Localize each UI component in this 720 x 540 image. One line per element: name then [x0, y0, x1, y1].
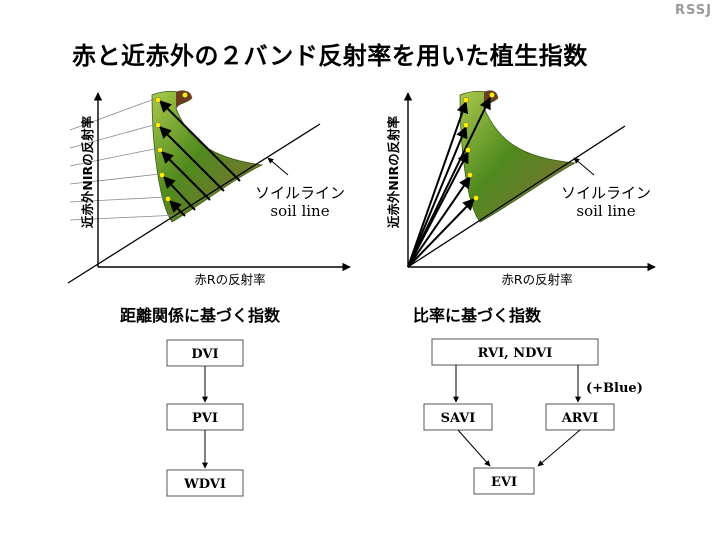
y-axis-label: 近赤外NIRの反射率 [80, 115, 95, 228]
distance-index-flow: 距離関係に基づく指数 DVI PVI WDVI [120, 306, 281, 496]
left-scatter-plot: 近赤外NIRの反射率 赤Rの反射率 ソイルライン soil line [68, 90, 350, 287]
soil-line-pointer [268, 158, 288, 175]
index-box-savi-label: SAVI [441, 411, 476, 426]
pixel-point [159, 172, 164, 177]
index-box-arvi-label: ARVI [561, 411, 599, 426]
pixel-point [155, 122, 160, 127]
soil-line-label-jp: ソイルライン [255, 184, 345, 202]
index-box-evi-label: EVI [491, 475, 517, 490]
pixel-point [473, 195, 478, 200]
index-box-wdvi-label: WDVI [183, 477, 226, 492]
leaf-shape [460, 91, 575, 222]
ratio-index-flow: 比率に基づく指数 RVI, NDVI (+Blue) SAVI ARVI EVI [413, 306, 643, 494]
x-axis-label: 赤Rの反射率 [194, 272, 265, 287]
pixel-point [165, 196, 170, 201]
pixel-point [182, 92, 187, 97]
pixel-point [157, 147, 162, 152]
soil-line-label-en: soil line [576, 202, 635, 220]
blue-band-note: (+Blue) [586, 381, 643, 396]
y-axis-label: 近赤外NIRの反射率 [386, 115, 401, 228]
soil-line-label-en: soil line [270, 202, 329, 220]
pixel-point [155, 97, 160, 102]
right-scatter-plot: 近赤外NIRの反射率 赤Rの反射率 ソイルライン soil line [386, 90, 655, 287]
x-axis-label: 赤Rの反射率 [501, 272, 572, 287]
flow-arrow [538, 430, 580, 466]
pixel-point [465, 147, 470, 152]
pixel-point [463, 122, 468, 127]
pixel-point [467, 172, 472, 177]
index-box-dvi-label: DVI [191, 347, 218, 362]
index-box-rvi-ndvi-label: RVI, NDVI [478, 346, 553, 361]
section-heading: 比率に基づく指数 [413, 306, 542, 325]
index-box-pvi-label: PVI [192, 411, 218, 426]
pixel-point [463, 97, 468, 102]
pixel-point [489, 92, 494, 97]
section-heading: 距離関係に基づく指数 [120, 306, 281, 325]
soil-line-pointer [574, 158, 594, 175]
flow-arrow [458, 430, 490, 466]
soil-line-label-jp: ソイルライン [561, 184, 651, 202]
